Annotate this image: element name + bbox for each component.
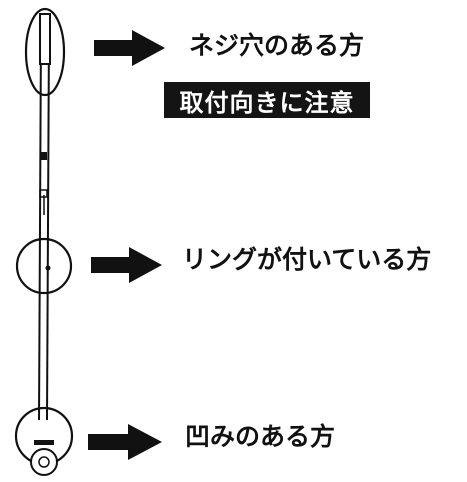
dent-end [14, 406, 74, 476]
dent-icon [34, 440, 54, 445]
screw-hole-icon [39, 13, 51, 65]
arrow-top-icon [94, 30, 165, 66]
arrow-bottom-icon [88, 424, 162, 460]
rod [38, 29, 50, 421]
screw-hole-end [24, 7, 66, 97]
wheel-icon [30, 448, 58, 476]
dent-side-label: 凹みのある方 [185, 422, 336, 451]
arrow-middle-icon [91, 247, 162, 283]
ring-icon [45, 265, 51, 271]
screw-hole-side-label: ネジ穴のある方 [189, 31, 365, 60]
orientation-warning-badge: 取付向きに注意 [164, 82, 370, 118]
highlight-circle-middle [15, 237, 73, 295]
ring-section [15, 237, 73, 295]
ring-side-label: リングが付いている方 [182, 245, 432, 274]
highlight-ellipse-top [24, 7, 66, 97]
